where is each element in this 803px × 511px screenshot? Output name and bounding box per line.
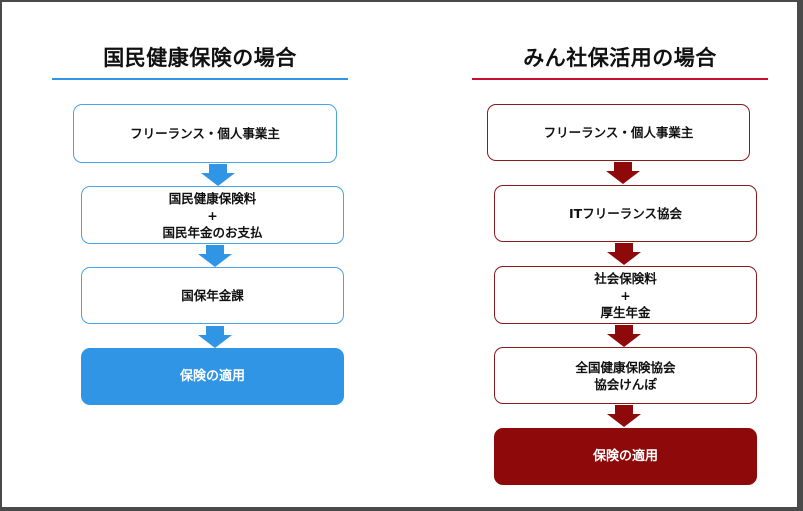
left-arrow-down-icon bbox=[198, 245, 232, 267]
left-arrow-down-icon bbox=[198, 326, 232, 348]
left-result-insurance-applied: 保険の適用 bbox=[81, 348, 344, 405]
right-panel-title: みん社保活用の場合 bbox=[523, 46, 717, 70]
plus-sign: + bbox=[207, 207, 218, 223]
right-arrow-down-icon bbox=[606, 162, 640, 184]
right-step-kyokai-kenpo: 全国健康保険協会 協会けんぽ bbox=[494, 347, 757, 404]
result-label: 保険の適用 bbox=[592, 449, 658, 464]
step-label: 社会保険料 bbox=[594, 270, 657, 286]
left-step-premiums: 国民健康保険料 + 国民年金のお支払 bbox=[81, 186, 344, 244]
right-arrow-down-icon bbox=[607, 325, 641, 347]
right-step-it-freelance-association: ITフリーランス協会 bbox=[494, 185, 757, 242]
left-panel-title: 国民健康保険の場合 bbox=[103, 46, 297, 70]
plus-sign: + bbox=[620, 287, 631, 303]
right-arrow-down-icon bbox=[607, 405, 641, 427]
step-label: 国民健康保険料 bbox=[168, 190, 257, 206]
step-label: ITフリーランス協会 bbox=[569, 206, 682, 221]
left-arrow-down-icon bbox=[201, 164, 235, 186]
left-step-pension-office: 国保年金課 bbox=[81, 267, 344, 324]
right-arrow-down-icon bbox=[607, 243, 641, 265]
left-title-underline bbox=[52, 78, 348, 80]
step-label: 国保年金課 bbox=[181, 288, 244, 303]
slide: 国民健康保険の場合 フリーランス・個人事業主 国民健康保険料 + 国民年金のお支… bbox=[2, 2, 797, 507]
step-label: フリーランス・個人事業主 bbox=[543, 125, 694, 140]
right-result-insurance-applied: 保険の適用 bbox=[494, 428, 757, 485]
step-label: 厚生年金 bbox=[600, 304, 651, 320]
step-label: 協会けんぽ bbox=[594, 376, 657, 392]
result-label: 保険の適用 bbox=[179, 369, 245, 384]
step-label: 国民年金のお支払 bbox=[162, 224, 263, 240]
right-step-freelancer: フリーランス・個人事業主 bbox=[487, 104, 750, 161]
right-step-social-insurance: 社会保険料 + 厚生年金 bbox=[494, 266, 757, 324]
step-label: フリーランス・個人事業主 bbox=[130, 126, 280, 141]
left-step-freelancer: フリーランス・個人事業主 bbox=[73, 104, 337, 163]
step-label: 全国健康保険協会 bbox=[575, 359, 676, 375]
right-title-underline bbox=[472, 78, 768, 80]
